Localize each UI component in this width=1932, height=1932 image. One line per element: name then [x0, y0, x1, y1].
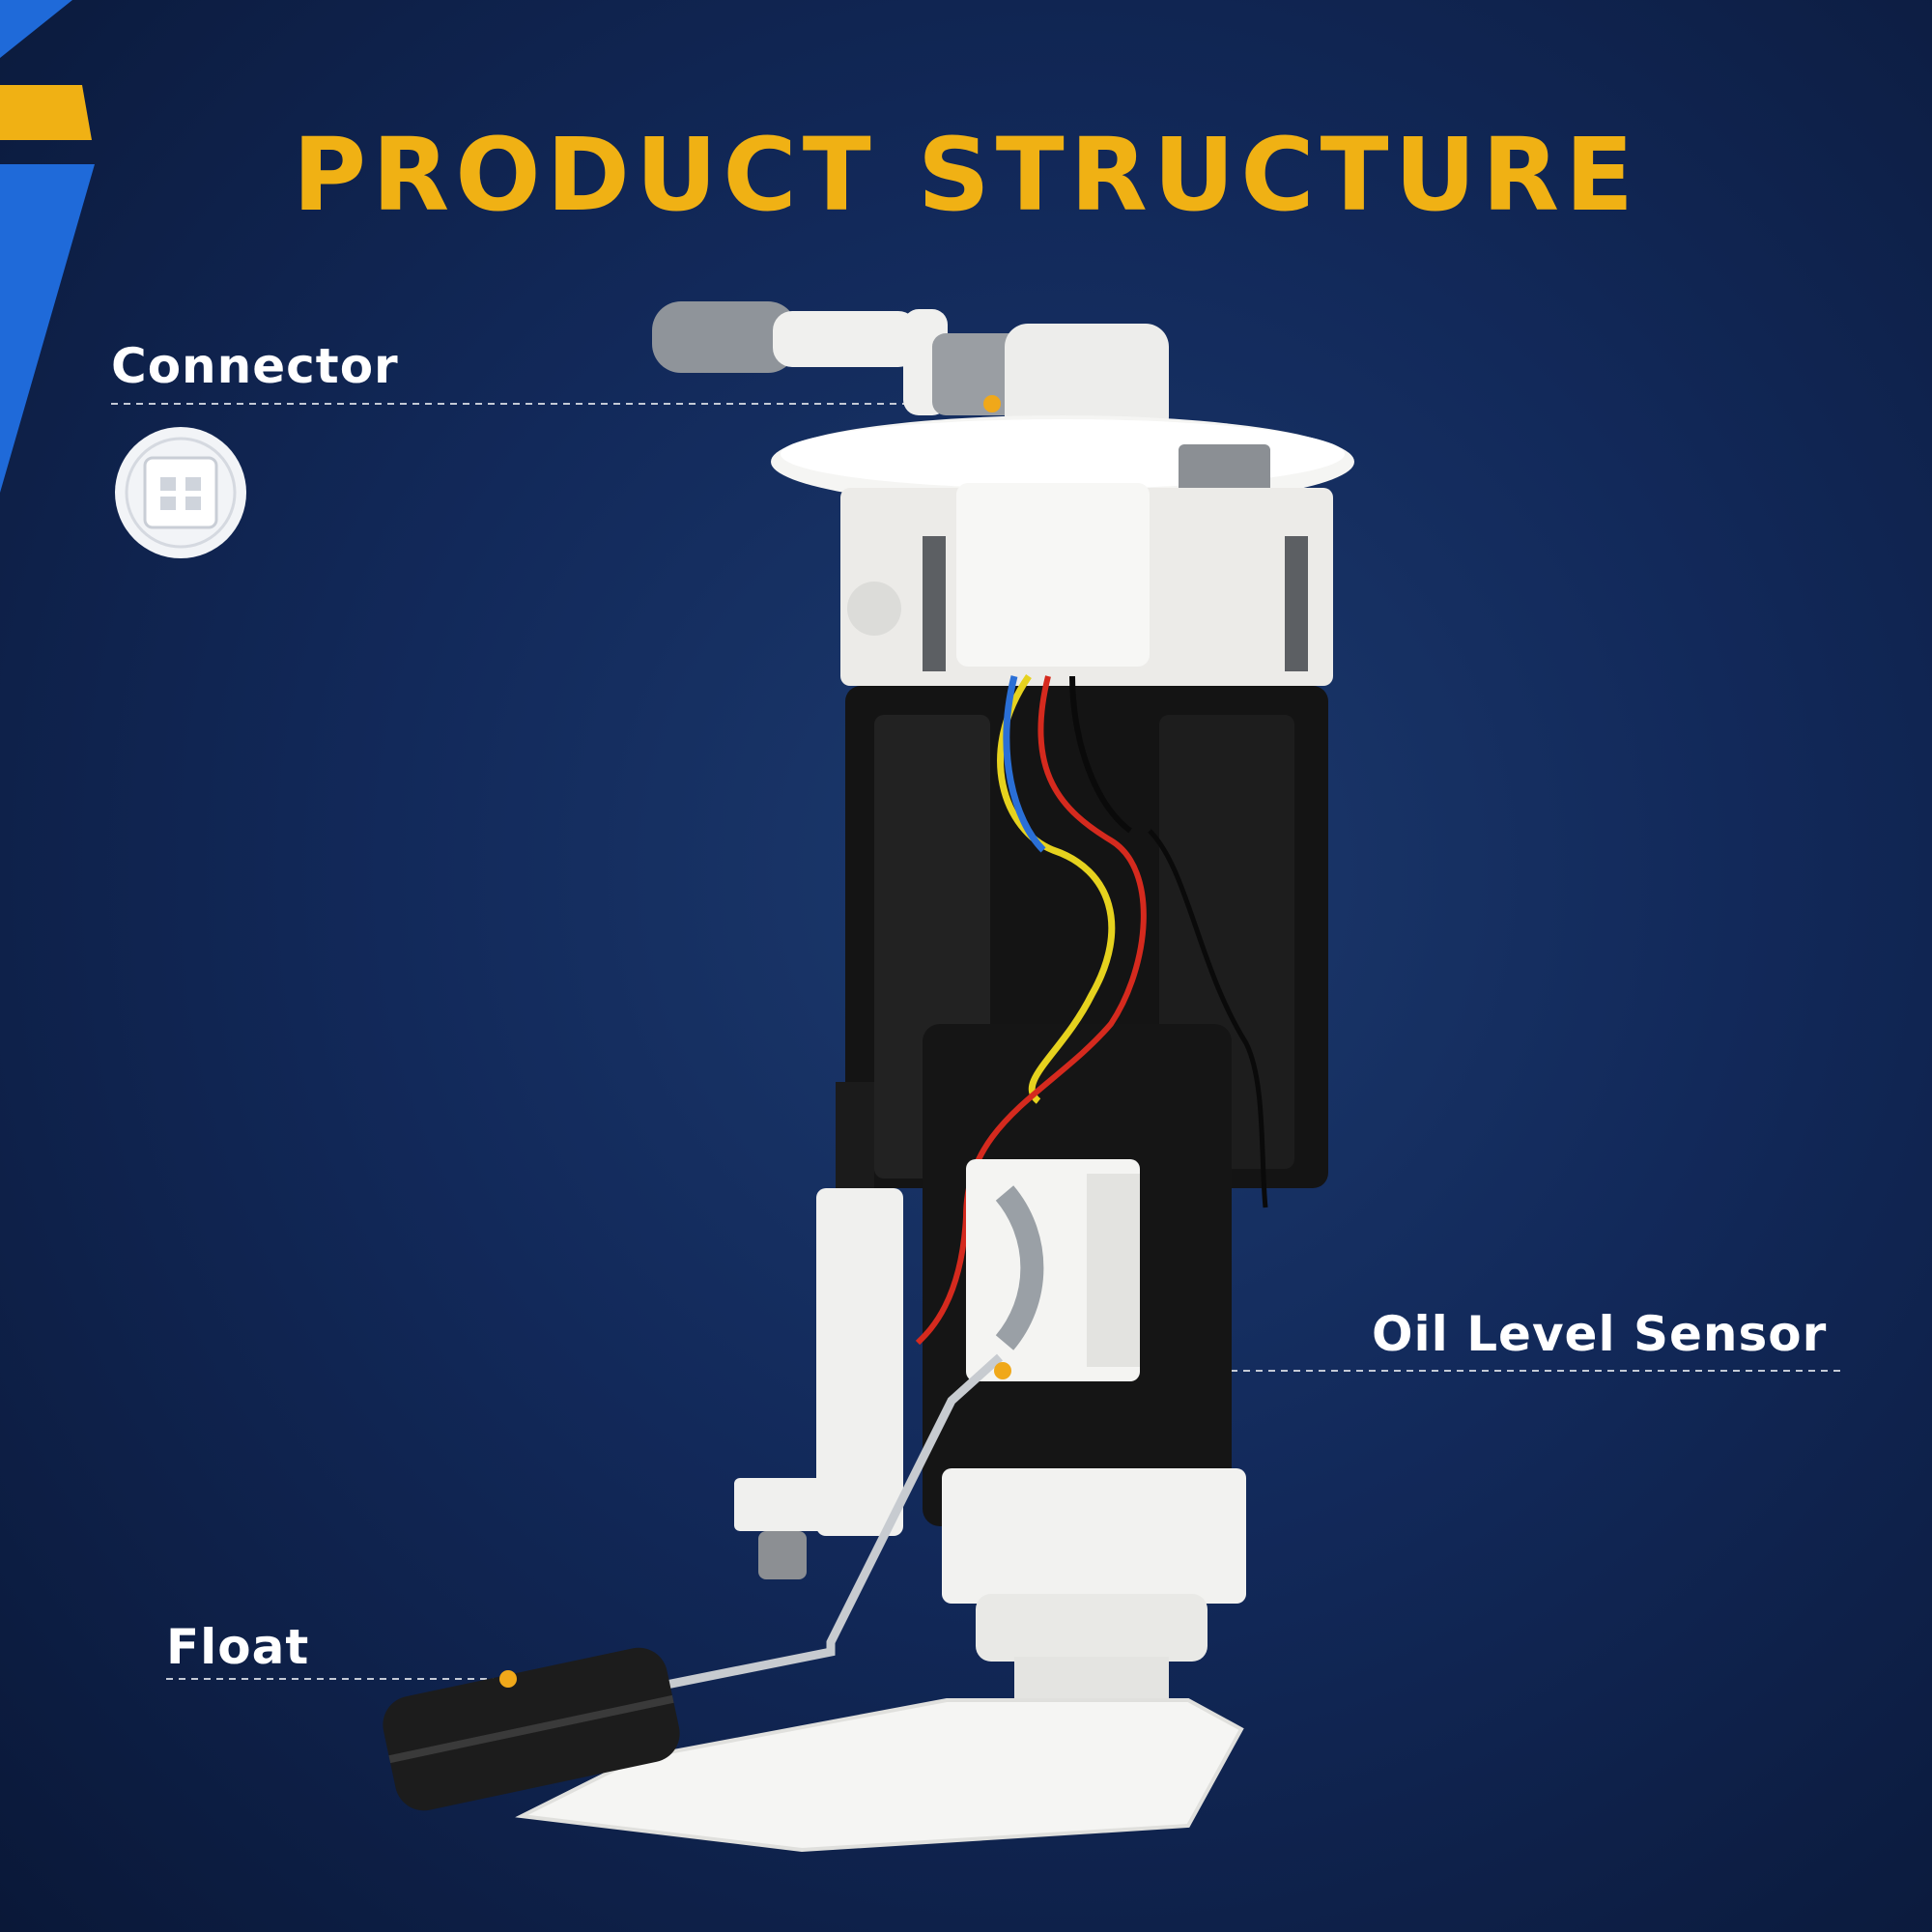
fuel-pump-assembly [383, 301, 1354, 1853]
sensor-callout-dot [994, 1362, 1011, 1379]
float-label: Float [166, 1619, 310, 1675]
float-block [383, 1647, 680, 1811]
connector-label: Connector [111, 338, 399, 394]
yellow-edge-stripe [0, 85, 92, 140]
connector-plug-icon [115, 427, 246, 558]
oil-level-sensor-label: Oil Level Sensor [1372, 1306, 1828, 1362]
connector-callout-dot [983, 395, 1001, 412]
blue-edge-stripe [0, 0, 72, 58]
page-title: PRODUCT STRUCTURE [292, 116, 1640, 234]
float-callout-dot [499, 1670, 517, 1688]
blue-side-band [0, 164, 95, 493]
